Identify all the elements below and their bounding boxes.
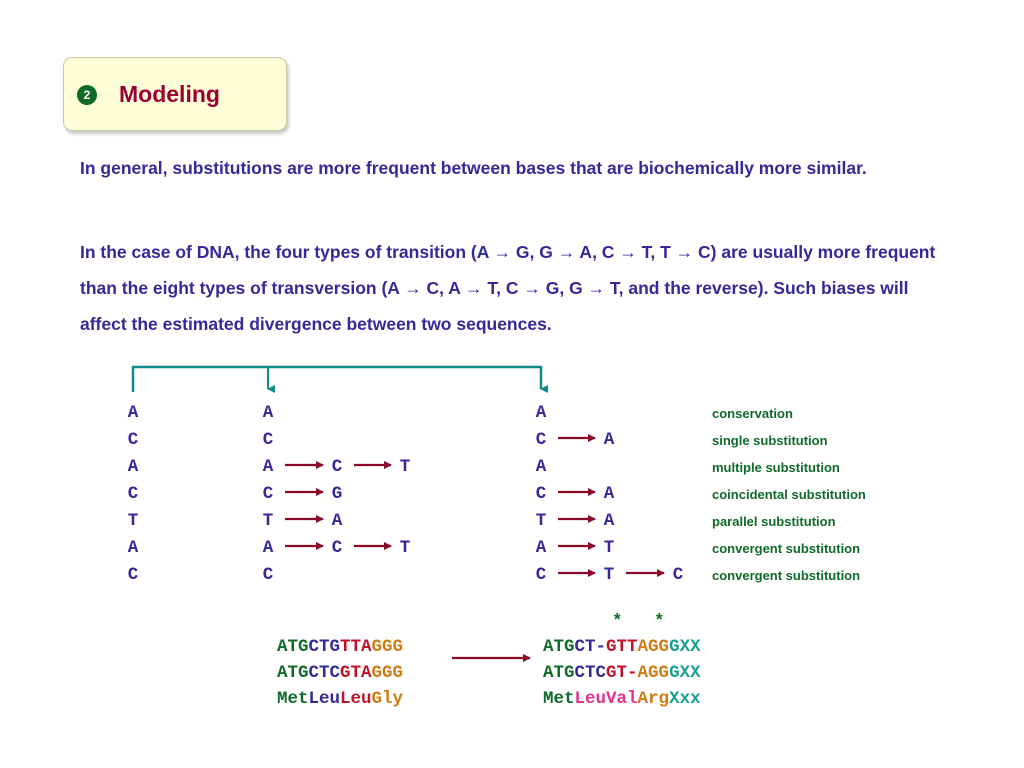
tree-connector <box>131 365 548 393</box>
sequence-1-base: G <box>332 484 343 504</box>
sequence-1-base: C <box>332 538 343 558</box>
sequence-segment: AGG <box>638 637 670 657</box>
sequence-segment: CT- <box>575 637 607 657</box>
sequence-2-base: A <box>536 403 547 423</box>
sequence-segment: AGG <box>638 663 670 683</box>
sequence-segment: Met <box>277 689 309 709</box>
sequence-1-base: C <box>263 430 274 450</box>
substitution-type-label: convergent substitution <box>712 541 860 556</box>
substitution-type-label: convergent substitution <box>712 568 860 583</box>
sequence-segment: CTC <box>575 663 607 683</box>
sequence-segment: GTA <box>340 663 372 683</box>
sequence-1-base: A <box>332 511 343 531</box>
substitution-type-label: single substitution <box>712 433 828 448</box>
ancestral-base: A <box>128 538 139 558</box>
original-alignment-line: ATGCTCGTAGGG <box>277 663 403 683</box>
ancestral-base: T <box>128 511 139 531</box>
sequence-2-base: A <box>536 538 547 558</box>
sequence-segment: ATG <box>277 663 309 683</box>
sequence-segment: Leu <box>309 689 341 709</box>
sequence-segment: TTA <box>340 637 372 657</box>
sequence-1-base: A <box>263 403 274 423</box>
sequence-segment: GGG <box>372 637 404 657</box>
ancestral-base: A <box>128 403 139 423</box>
sequence-segment: GXX <box>669 663 701 683</box>
sequence-segment: CTC <box>309 663 341 683</box>
difference-markers: * * <box>612 612 665 632</box>
sequence-segment: ATG <box>277 637 309 657</box>
sequence-2-base: C <box>536 565 547 585</box>
sequence-1-base: T <box>263 511 274 531</box>
substitution-type-label: parallel substitution <box>712 514 836 529</box>
sequence-2-base: A <box>604 484 615 504</box>
realigned-alignment-line: ATGCT-GTTAGGGXX <box>543 637 701 657</box>
substitution-type-label: coincidental substitution <box>712 487 866 502</box>
sequence-segment: GT- <box>606 663 638 683</box>
section-number-badge: 2 <box>77 85 97 105</box>
realigned-alignment-line: MetLeuValArgXxx <box>543 689 701 709</box>
title-box: 2 Modeling <box>63 57 287 131</box>
sequence-segment: CTG <box>309 637 341 657</box>
sequence-segment: GXX <box>669 637 701 657</box>
sequence-segment: ATG <box>543 637 575 657</box>
tree-branch-line <box>131 365 543 392</box>
substitution-type-label: multiple substitution <box>712 460 840 475</box>
sequence-2-base: C <box>673 565 684 585</box>
substitution-type-label: conservation <box>712 406 793 421</box>
sequence-2-base: A <box>604 430 615 450</box>
sequence-segment: Met <box>543 689 575 709</box>
sequence-2-base: T <box>604 565 615 585</box>
sequence-segment: GTT <box>606 637 638 657</box>
original-alignment-line: MetLeuLeuGly <box>277 689 404 709</box>
sequence-segment: GGG <box>372 663 404 683</box>
paragraph-general: In general, substitutions are more frequ… <box>80 158 867 178</box>
sequence-2-base: C <box>536 430 547 450</box>
sequence-1-base: C <box>332 457 343 477</box>
sequence-2-base: A <box>604 511 615 531</box>
original-alignment-line: ATGCTGTTAGGG <box>277 637 403 657</box>
ancestral-base: C <box>128 430 139 450</box>
sequence-segment: Xxx <box>669 689 701 709</box>
ancestral-base: C <box>128 484 139 504</box>
sequence-1-base: A <box>263 538 274 558</box>
ancestral-base: C <box>128 565 139 585</box>
sequence-1-base: T <box>400 538 411 558</box>
slide-title: Modeling <box>119 81 220 107</box>
sequence-segment: Gly <box>372 689 404 709</box>
sequence-1-base: T <box>400 457 411 477</box>
paragraph-transitions: In the case of DNA, the four types of tr… <box>80 242 936 334</box>
sequence-1-base: C <box>263 484 274 504</box>
sequence-segment: Leu <box>575 689 607 709</box>
sequence-segment: Leu <box>340 689 372 709</box>
ancestral-base: A <box>128 457 139 477</box>
sequence-segment: ATG <box>543 663 575 683</box>
sequence-2-base: C <box>536 484 547 504</box>
realigned-alignment-line: ATGCTCGT-AGGGXX <box>543 663 701 683</box>
sequence-segment: Val <box>606 689 638 709</box>
sequence-1-base: C <box>263 565 274 585</box>
sequence-1-base: A <box>263 457 274 477</box>
sequence-segment: Arg <box>638 689 670 709</box>
sequence-2-base: T <box>604 538 615 558</box>
sequence-2-base: T <box>536 511 547 531</box>
sequence-2-base: A <box>536 457 547 477</box>
